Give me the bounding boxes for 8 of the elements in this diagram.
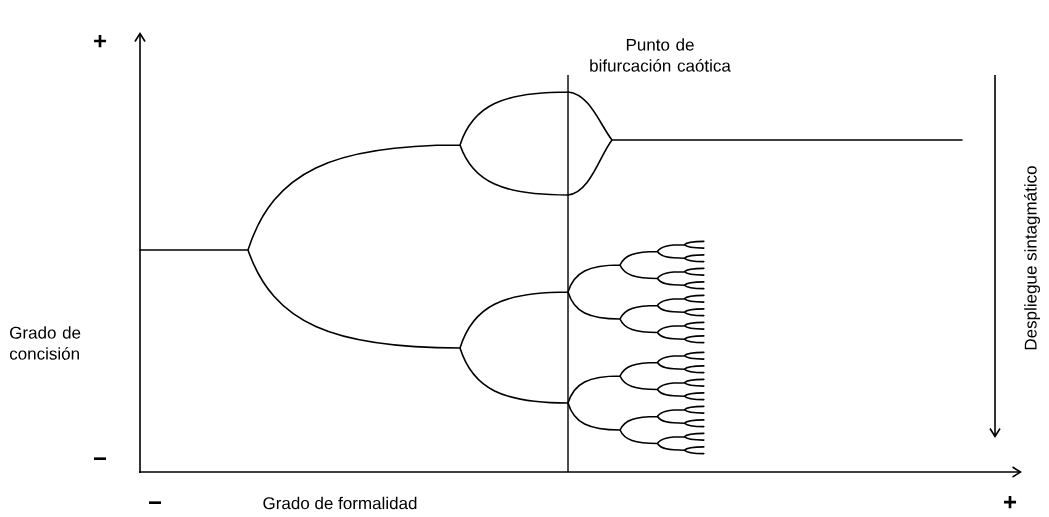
axis-label: Despliegue sintagmático	[1024, 166, 1041, 350]
axis-sign: −	[149, 501, 162, 504]
axis-sign: +	[94, 34, 107, 48]
annotation-text: Punto de bifurcación caótica	[590, 38, 731, 72]
axis-sign: +	[1004, 496, 1017, 509]
axis-sign: −	[94, 457, 107, 460]
axis-label: Grado de concisión	[9, 326, 81, 360]
axis-label: Grado de formalidad	[263, 496, 417, 510]
